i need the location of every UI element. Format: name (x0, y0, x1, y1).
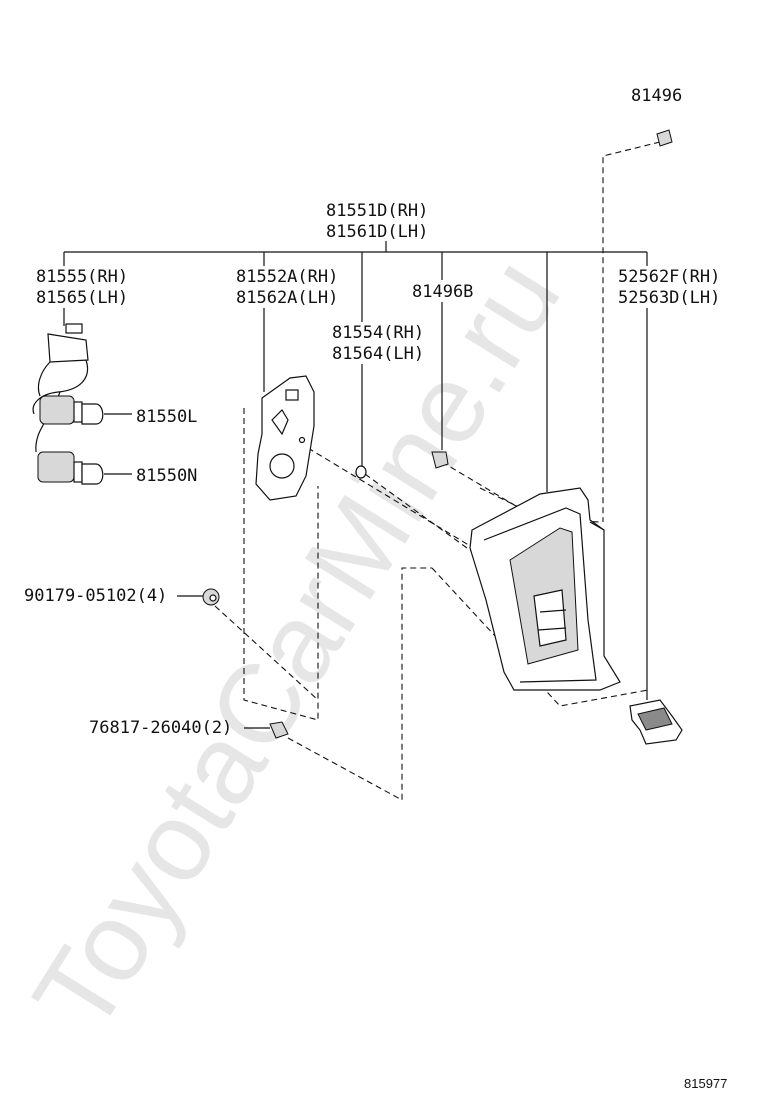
bulb-81550n[interactable] (73, 461, 104, 485)
label-81496[interactable]: 81496 (631, 86, 682, 106)
label-76817-26040[interactable]: 76817-26040(2) (89, 718, 232, 738)
diagram-code: 815977 (684, 1076, 727, 1091)
label-81552a-rh[interactable]: 81552A(RH) (236, 267, 338, 287)
gasket-81554[interactable] (355, 465, 367, 479)
label-52562f-rh[interactable]: 52562F(RH) (618, 267, 720, 287)
label-81565-lh[interactable]: 81565(LH) (36, 288, 128, 308)
label-81554-rh[interactable]: 81554(RH) (332, 323, 424, 343)
label-81496b[interactable]: 81496B (412, 282, 473, 302)
rear-combination-lamp[interactable] (469, 487, 621, 691)
label-81564-lh[interactable]: 81564(LH) (332, 344, 424, 364)
label-90179-05102[interactable]: 90179-05102(4) (24, 586, 167, 606)
label-81555-rh[interactable]: 81555(RH) (36, 267, 128, 287)
label-52563d-lh[interactable]: 52563D(LH) (618, 288, 720, 308)
seal-52562f[interactable] (629, 699, 683, 745)
label-81550l[interactable]: 81550L (136, 407, 197, 427)
label-81551d-rh[interactable]: 81551D(RH) (326, 201, 428, 221)
leader-lines (63, 241, 648, 729)
label-81561d-lh[interactable]: 81561D(LH) (326, 222, 428, 242)
label-81550n[interactable]: 81550N (136, 466, 197, 486)
nut-90179[interactable] (202, 588, 220, 606)
socket-plate[interactable] (255, 375, 315, 501)
screw-76817[interactable] (269, 721, 289, 739)
label-81562a-lh[interactable]: 81562A(LH) (236, 288, 338, 308)
clip-81496b[interactable] (431, 451, 449, 469)
bulb-81550l[interactable] (73, 401, 104, 425)
clip-81496[interactable] (656, 129, 673, 147)
